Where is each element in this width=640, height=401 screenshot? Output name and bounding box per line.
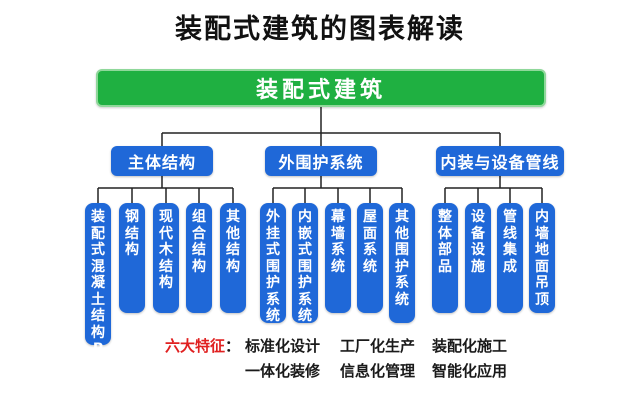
leaf-label: 整体部品 (438, 209, 452, 275)
leaf-node: 外挂式围护系统 (260, 203, 286, 324)
category-envelope-system: 外围护系统 (265, 146, 377, 176)
leaf-label: 装配式混凝土结构PC (91, 209, 105, 374)
leaf-label: 钢结构 (125, 209, 139, 258)
feature-item: 装配化施工 (432, 337, 508, 355)
features-label: 六大特征： (165, 335, 240, 356)
feature-item: 一体化装修 (245, 362, 321, 380)
feature-item: 智能化应用 (432, 362, 508, 380)
leaf-label: 现代木结构 (159, 209, 173, 291)
leaf-label: 其他围护系统 (395, 209, 409, 308)
leaf-label: 管线集成 (503, 209, 517, 275)
leaf-node: 管线集成 (497, 203, 523, 313)
leaf-label: 幕墙系统 (331, 209, 345, 275)
leaf-node: 其他围护系统 (389, 203, 415, 323)
leaf-label: 组合结构 (192, 209, 206, 275)
root-node: 装配式建筑 (96, 69, 546, 107)
leaf-node: 其他结构 (220, 203, 246, 313)
category-main-structure: 主体结构 (111, 146, 213, 176)
leaf-node: 内墙地面吊顶 (529, 203, 555, 313)
leaf-node: 钢结构 (119, 203, 145, 313)
leaf-node: 装配式混凝土结构PC (85, 203, 111, 374)
feature-item: 工厂化生产 (340, 337, 416, 355)
leaf-node: 组合结构 (186, 203, 212, 313)
features-label-text: 六大特征 (165, 337, 226, 355)
leaf-label: 设备设施 (471, 209, 485, 275)
leaf-label: 其他结构 (226, 209, 240, 275)
leaf-node: 幕墙系统 (325, 203, 351, 313)
leaf-node: 现代木结构 (153, 203, 179, 313)
leaf-label: 内墙地面吊顶 (535, 209, 549, 308)
features-colon: ： (225, 337, 241, 355)
category-interior-equipment: 内装与设备管线 (436, 146, 564, 176)
feature-item: 标准化设计 (245, 337, 321, 355)
leaf-node: 整体部品 (432, 203, 458, 313)
leaf-node: 设备设施 (465, 203, 491, 313)
leaf-label: 外挂式围护系统 (266, 209, 280, 324)
leaf-label: 屋面系统 (363, 209, 377, 275)
page-title: 装配式建筑的图表解读 (175, 14, 465, 45)
feature-item: 信息化管理 (340, 362, 416, 380)
leaf-node: 屋面系统 (357, 203, 383, 313)
leaf-node: 内嵌式围护系统 (292, 203, 318, 324)
leaf-label: 内嵌式围护系统 (298, 209, 312, 324)
